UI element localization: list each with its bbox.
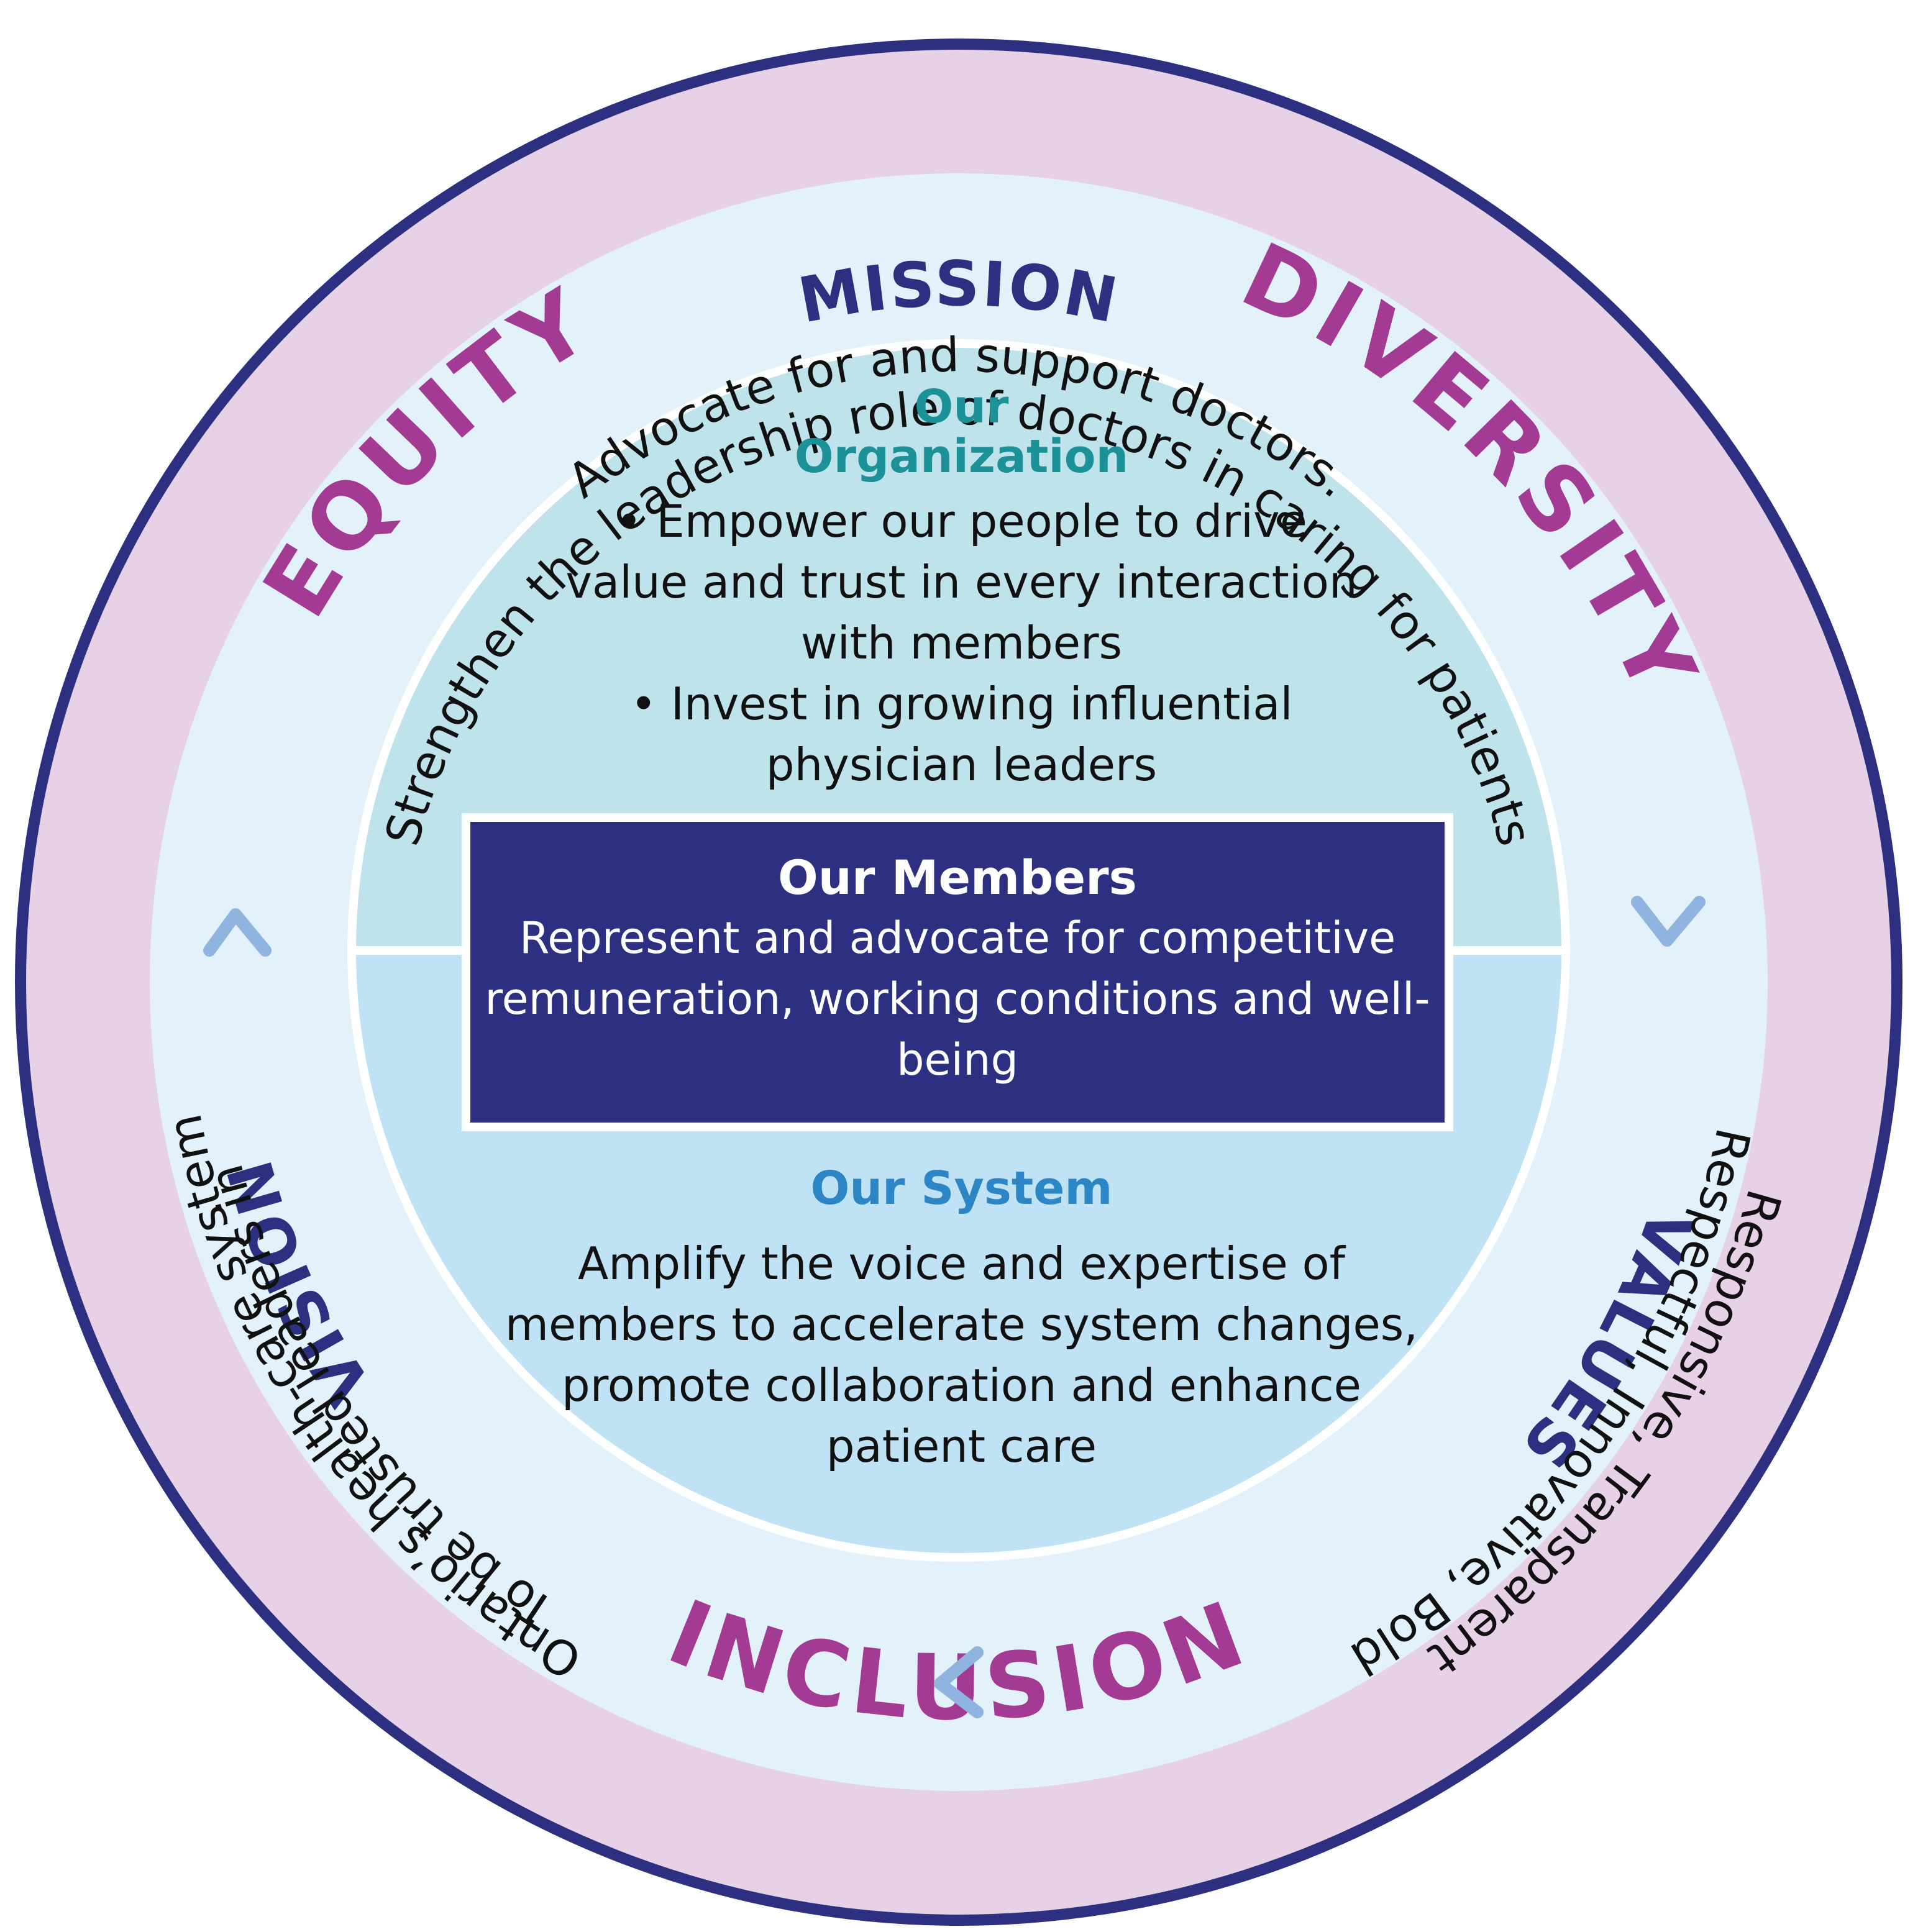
organization-title-line-1: Our — [914, 380, 1009, 434]
members-title: Our Members — [778, 850, 1137, 905]
members-body: Represent and advocate for competitive r… — [485, 913, 1430, 1085]
chevron-up-icon — [203, 908, 272, 957]
system-body: Amplify the voice and expertise of membe… — [505, 1237, 1418, 1472]
organization-body: • Empower our people to drive value and … — [398, 491, 1525, 795]
organization-body-line: • Empower our people to drive — [616, 495, 1307, 547]
chevron-down-icon — [1631, 896, 1706, 947]
organization-title-line-2: Organization — [794, 430, 1129, 483]
organization-body-line: with members — [800, 617, 1123, 669]
system-title: Our System — [810, 1162, 1113, 1215]
organization-body-line: • Invest in growing influential — [630, 678, 1293, 730]
organization-body-line: value and trust in every interaction — [565, 556, 1358, 608]
organization-body-line: physician leaders — [765, 739, 1158, 791]
organization-section — [352, 344, 1566, 950]
chevron-left-icon — [934, 1646, 984, 1718]
members-box: Our Members Represent and advocate for c… — [470, 822, 1445, 1123]
organization-title: Our Organization — [398, 382, 1525, 481]
